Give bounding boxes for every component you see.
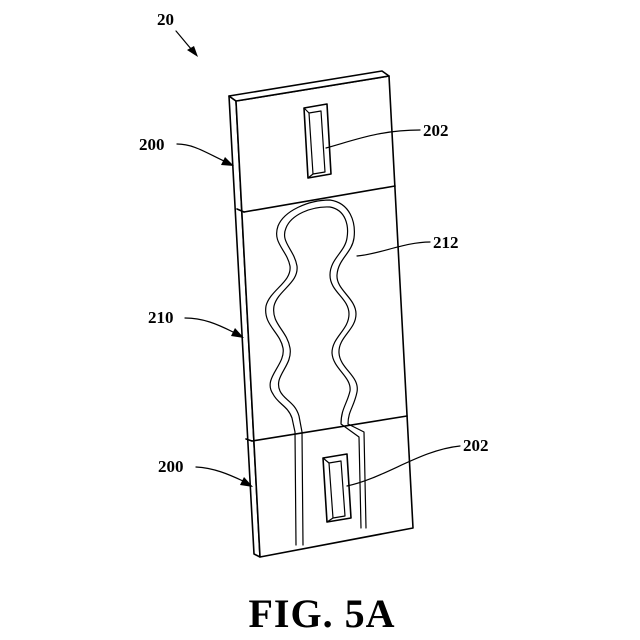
label-wire-pattern: 212 [433,233,459,252]
label-top-end-block: 200 [139,135,165,154]
bottom-slot [323,454,351,522]
top-block-leader [177,144,224,161]
top-slot [304,104,331,178]
strip-device [229,71,413,557]
label-assembly: 20 [157,10,174,29]
label-center-panel: 210 [148,308,174,327]
assembly-leader [176,31,192,50]
assembly-arrowhead [187,46,198,57]
figure-caption: FIG. 5A [249,591,396,636]
label-bottom-slot: 202 [463,436,489,455]
label-bottom-end-block: 200 [158,457,184,476]
bottom-block-leader [196,467,243,481]
center-panel-leader [185,318,233,332]
label-top-slot: 202 [423,121,449,140]
